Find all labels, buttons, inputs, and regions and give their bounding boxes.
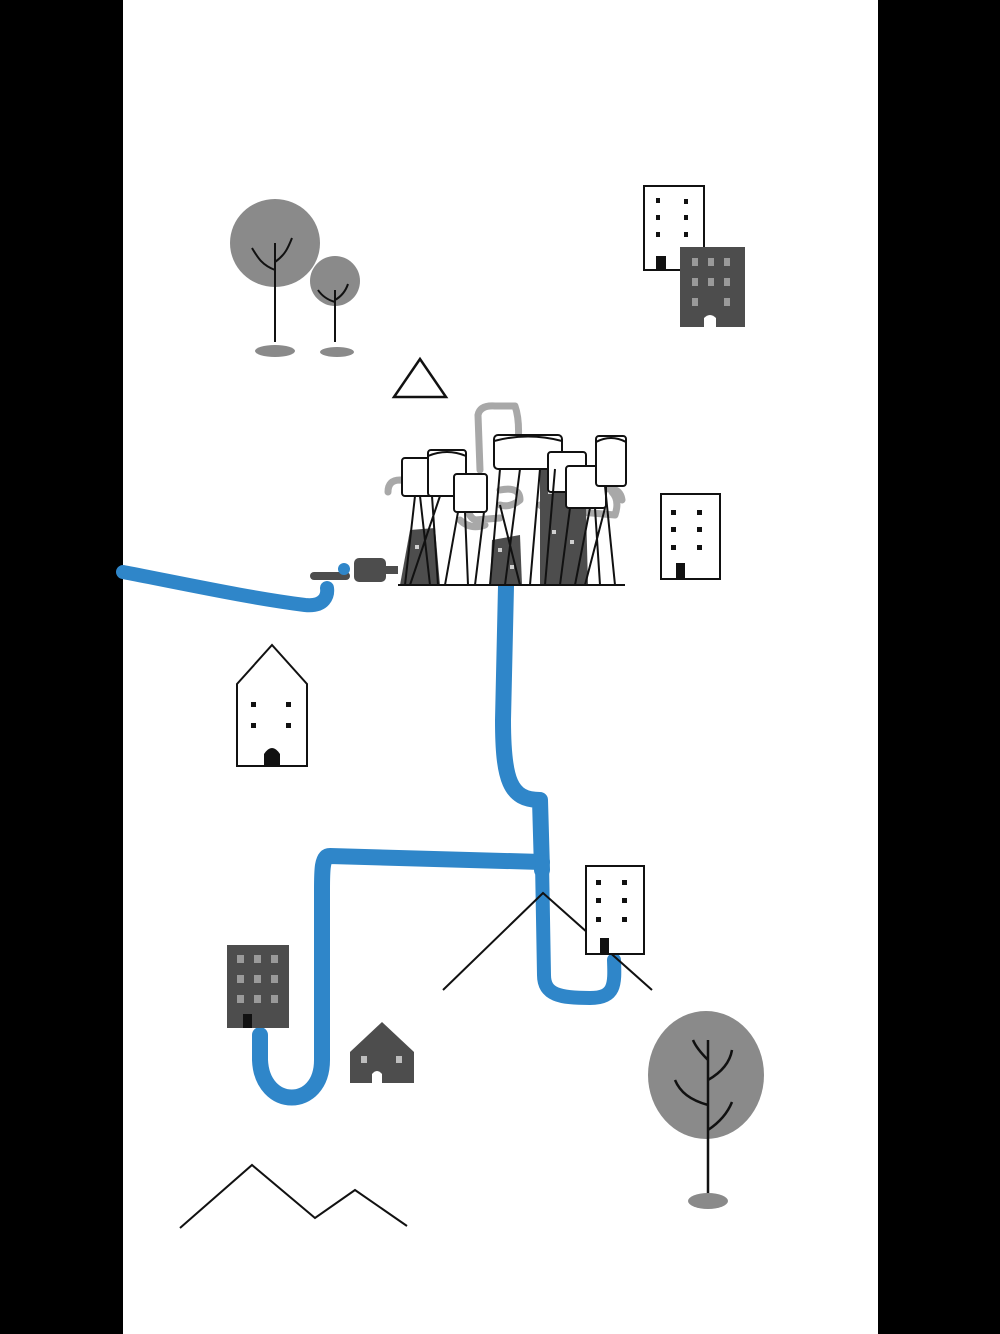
tree-icon — [648, 1011, 764, 1209]
water-pipes — [116, 565, 622, 1106]
pipe-left-branch[interactable] — [252, 848, 550, 1106]
tree-icon — [230, 199, 360, 357]
building-icon — [660, 493, 721, 580]
mountain-icon — [179, 1163, 408, 1229]
building-icon — [227, 945, 289, 1028]
house-icon — [350, 1022, 414, 1083]
pump-icon[interactable] — [310, 558, 398, 582]
pipe-left-inlet[interactable] — [116, 565, 335, 613]
pipe-right-branch[interactable] — [535, 855, 622, 1005]
pipe-main-down[interactable] — [495, 578, 550, 878]
building-icon — [643, 185, 745, 327]
building-icon — [585, 865, 645, 955]
house-icon — [236, 643, 308, 767]
mountain-icon — [442, 891, 653, 991]
triangle-icon[interactable] — [391, 356, 449, 399]
water-tower-icon[interactable] — [384, 402, 627, 586]
